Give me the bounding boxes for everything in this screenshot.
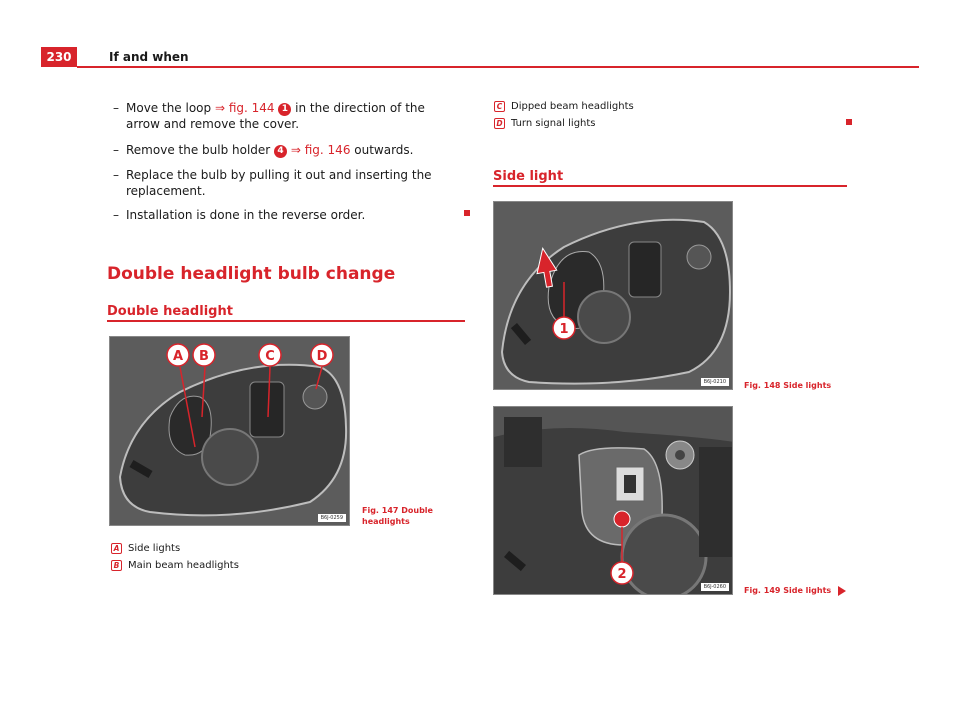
fig147-label-b: B bbox=[199, 349, 209, 364]
page-number: 230 bbox=[41, 47, 77, 67]
step-dash: – bbox=[113, 143, 119, 157]
step-1-post: in the direction of the arrow and remove… bbox=[126, 101, 425, 131]
fig147-code: B6J-0259 bbox=[317, 514, 346, 522]
section-end-marker bbox=[464, 210, 470, 216]
step-dash: – bbox=[113, 168, 119, 182]
legend-key-b: B bbox=[111, 560, 122, 571]
fig149-callout: 2 bbox=[617, 567, 626, 582]
legend-item-a: A Side lights bbox=[111, 542, 180, 555]
section-end-marker-right bbox=[846, 119, 852, 125]
main-heading: Double headlight bulb change bbox=[107, 264, 396, 284]
fig148-code: B6J-0210 bbox=[700, 378, 729, 386]
subheading-side-light: Side light bbox=[493, 169, 564, 184]
step-3-text: Replace the bulb by pulling it out and i… bbox=[126, 168, 432, 198]
legend-label-c: Dipped beam headlights bbox=[511, 101, 634, 112]
step-2-post: outwards. bbox=[350, 143, 414, 157]
legend-item-d: D Turn signal lights bbox=[494, 117, 596, 130]
legend-key-d: D bbox=[494, 118, 505, 129]
legend-label-b: Main beam headlights bbox=[128, 560, 239, 571]
step-1-link[interactable]: ⇒ fig. 144 bbox=[214, 101, 275, 115]
fig148-callout: 1 bbox=[559, 322, 568, 337]
continued-arrow-icon bbox=[838, 586, 846, 596]
subheading-double-headlight: Double headlight bbox=[107, 304, 233, 319]
step-2-badge: 4 bbox=[274, 145, 288, 158]
step-2: – Remove the bulb holder 4 ⇒ fig. 146 ou… bbox=[113, 142, 458, 158]
fig147-label-a: A bbox=[173, 349, 183, 364]
fig147-label-c: C bbox=[265, 349, 275, 364]
fig148-caption: Fig. 148 Side lights bbox=[744, 381, 832, 390]
step-3: – Replace the bulb by pulling it out and… bbox=[113, 167, 458, 199]
figure-148-image: 1 B6J-0210 bbox=[493, 201, 733, 390]
legend-label-a: Side lights bbox=[128, 543, 181, 554]
fig149-caption: Fig. 149 Side lights bbox=[744, 586, 832, 595]
step-1-badge: 1 bbox=[278, 103, 292, 116]
fig147-label-d: D bbox=[317, 349, 328, 364]
legend-key-a: A bbox=[111, 543, 122, 554]
subheading-rule bbox=[107, 320, 465, 322]
fig149-code: B6J-0260 bbox=[700, 583, 729, 591]
step-dash: – bbox=[113, 101, 119, 115]
step-2-link[interactable]: ⇒ fig. 146 bbox=[290, 143, 351, 157]
step-1: – Move the loop ⇒ fig. 144 1 in the dire… bbox=[113, 100, 458, 132]
step-4: – Installation is done in the reverse or… bbox=[113, 207, 458, 223]
legend-key-c: C bbox=[494, 101, 505, 112]
step-2-pre: Remove the bulb holder bbox=[126, 143, 275, 157]
legend-item-b: B Main beam headlights bbox=[111, 559, 239, 572]
figure-149-image: 2 B6J-0260 bbox=[493, 406, 733, 595]
subheading-rule-right bbox=[493, 185, 847, 187]
step-4-text: Installation is done in the reverse orde… bbox=[126, 208, 366, 222]
step-1-pre: Move the loop bbox=[126, 101, 215, 115]
running-header: If and when bbox=[109, 50, 189, 64]
legend-label-d: Turn signal lights bbox=[511, 118, 596, 129]
figure-147-image: A B C D B6J-0259 bbox=[109, 336, 350, 526]
legend-item-c: C Dipped beam headlights bbox=[494, 100, 634, 113]
header-rule bbox=[77, 66, 919, 68]
fig147-caption: Fig. 147 Double headlights bbox=[362, 506, 433, 526]
step-dash: – bbox=[113, 208, 119, 222]
